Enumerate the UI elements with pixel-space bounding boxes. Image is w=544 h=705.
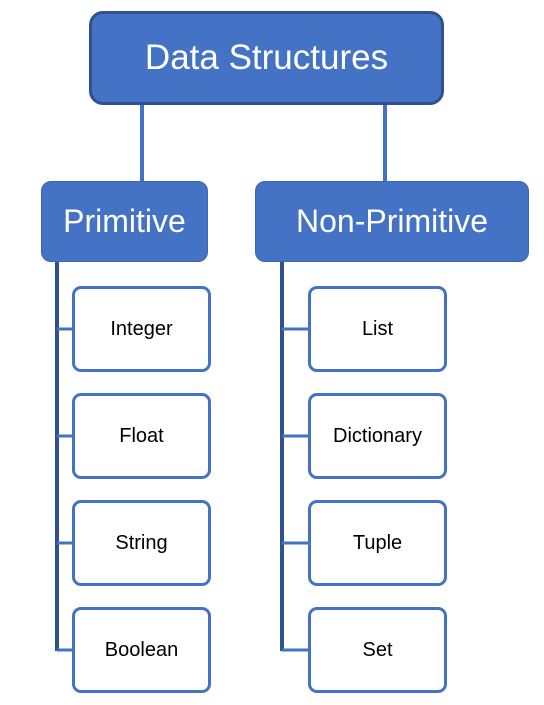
leaf-node-integer: Integer — [72, 286, 211, 372]
category-node-primitive: Primitive — [41, 181, 208, 262]
leaf-label: String — [115, 531, 168, 554]
leaf-node-list: List — [308, 286, 447, 372]
leaf-label: Float — [119, 424, 164, 447]
category-label-primitive: Primitive — [63, 203, 186, 239]
leaf-label: Boolean — [104, 638, 179, 661]
leaf-node-float: Float — [72, 393, 211, 479]
root-node-data-structures: Data Structures — [89, 11, 444, 105]
category-label-non-primitive: Non-Primitive — [295, 203, 489, 239]
leaf-node-boolean: Boolean — [72, 607, 211, 693]
category-node-non-primitive: Non-Primitive — [255, 181, 529, 262]
leaf-label: Dictionary — [333, 424, 422, 447]
leaf-node-string: String — [72, 500, 211, 586]
leaf-node-tuple: Tuple — [308, 500, 447, 586]
leaf-node-set: Set — [308, 607, 447, 693]
leaf-node-dictionary: Dictionary — [308, 393, 447, 479]
leaf-label: Integer — [110, 317, 173, 340]
leaf-label: Set — [362, 638, 393, 661]
leaf-label: List — [361, 317, 394, 340]
leaf-label: Tuple — [352, 531, 403, 554]
root-node-label: Data Structures — [144, 38, 389, 77]
